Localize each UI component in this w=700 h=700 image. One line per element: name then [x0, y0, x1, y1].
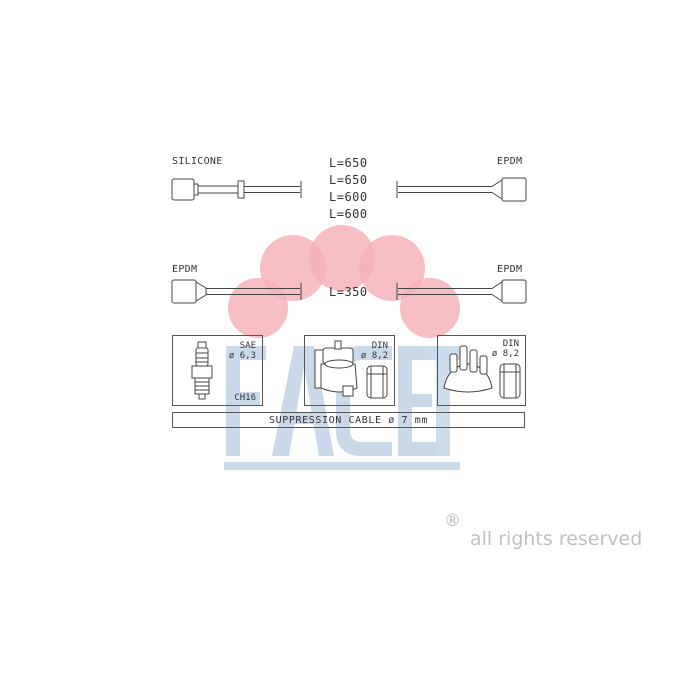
logo-circle-3 [359, 235, 425, 301]
spark-plug-code: CH16 [234, 393, 256, 403]
ignition-coil-diameter: ø 8,2 [360, 351, 388, 361]
epdm-cable-top-right [396, 177, 527, 202]
bottom-left-material-label: EPDM [172, 264, 198, 275]
distributor-diameter: ø 8,2 [491, 349, 519, 359]
logo-underline [224, 462, 460, 470]
logo-circle-2 [309, 225, 375, 291]
length-4: L=600 [329, 207, 368, 221]
silicone-cable-top-left [171, 178, 302, 201]
spark-plug-standard: SAE [239, 341, 256, 351]
spark-plug-panel: SAE ø 6,3 CH16 [172, 335, 263, 406]
logo-circle-5 [400, 278, 460, 338]
length-bottom: L=350 [329, 285, 368, 299]
distributor-cap-icon [443, 345, 521, 399]
suppression-cable-label: SUPPRESSION CABLE ø 7 mm [172, 412, 525, 428]
ignition-coil-icon [314, 340, 388, 399]
epdm-cable-bottom-right [396, 279, 527, 304]
distributor-panel: DIN ø 8,2 [437, 335, 526, 406]
rights-reserved-text: all rights reserved [470, 528, 643, 550]
length-2: L=650 [329, 173, 368, 187]
length-1: L=650 [329, 156, 368, 170]
bottom-right-material-label: EPDM [497, 264, 523, 275]
length-3: L=600 [329, 190, 368, 204]
ignition-coil-panel: DIN ø 8,2 [304, 335, 395, 406]
epdm-cable-bottom-left [171, 279, 302, 304]
ignition-coil-standard: DIN [371, 341, 388, 351]
logo-circle-4 [228, 278, 288, 338]
spark-plug-icon [191, 341, 213, 400]
top-left-material-label: SILICONE [172, 156, 223, 167]
distributor-standard: DIN [502, 339, 519, 349]
registered-symbol: ® [444, 511, 461, 531]
spark-plug-diameter: ø 6,3 [228, 351, 256, 361]
top-right-material-label: EPDM [497, 156, 523, 167]
logo-circles [228, 225, 460, 338]
